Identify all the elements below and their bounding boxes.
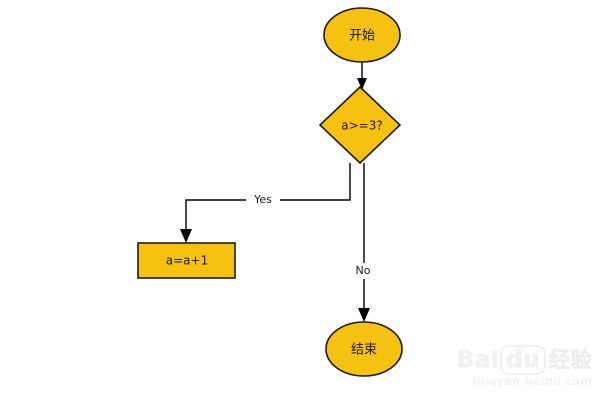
edge-label-no: No bbox=[352, 263, 374, 279]
node-decision-label: a>=3? bbox=[341, 119, 382, 133]
arrowhead-icon bbox=[358, 308, 370, 322]
arrowhead-icon bbox=[180, 229, 192, 243]
node-decision[interactable]: a>=3? bbox=[318, 85, 402, 165]
node-process-label: a=a+1 bbox=[166, 254, 208, 268]
edge-decision-no bbox=[358, 163, 370, 322]
arrowhead-icon bbox=[357, 78, 367, 90]
edge-label-no-text: No bbox=[356, 264, 371, 277]
node-end-label: 结束 bbox=[351, 343, 377, 358]
edge-label-yes-text: Yes bbox=[253, 193, 272, 206]
node-start-label: 开始 bbox=[349, 29, 375, 44]
node-start[interactable]: 开始 bbox=[323, 7, 401, 63]
node-process[interactable]: a=a+1 bbox=[137, 242, 236, 279]
node-end[interactable]: 结束 bbox=[325, 321, 403, 377]
edge-start-to-decision bbox=[357, 62, 367, 90]
edge-label-yes: Yes bbox=[246, 192, 280, 208]
